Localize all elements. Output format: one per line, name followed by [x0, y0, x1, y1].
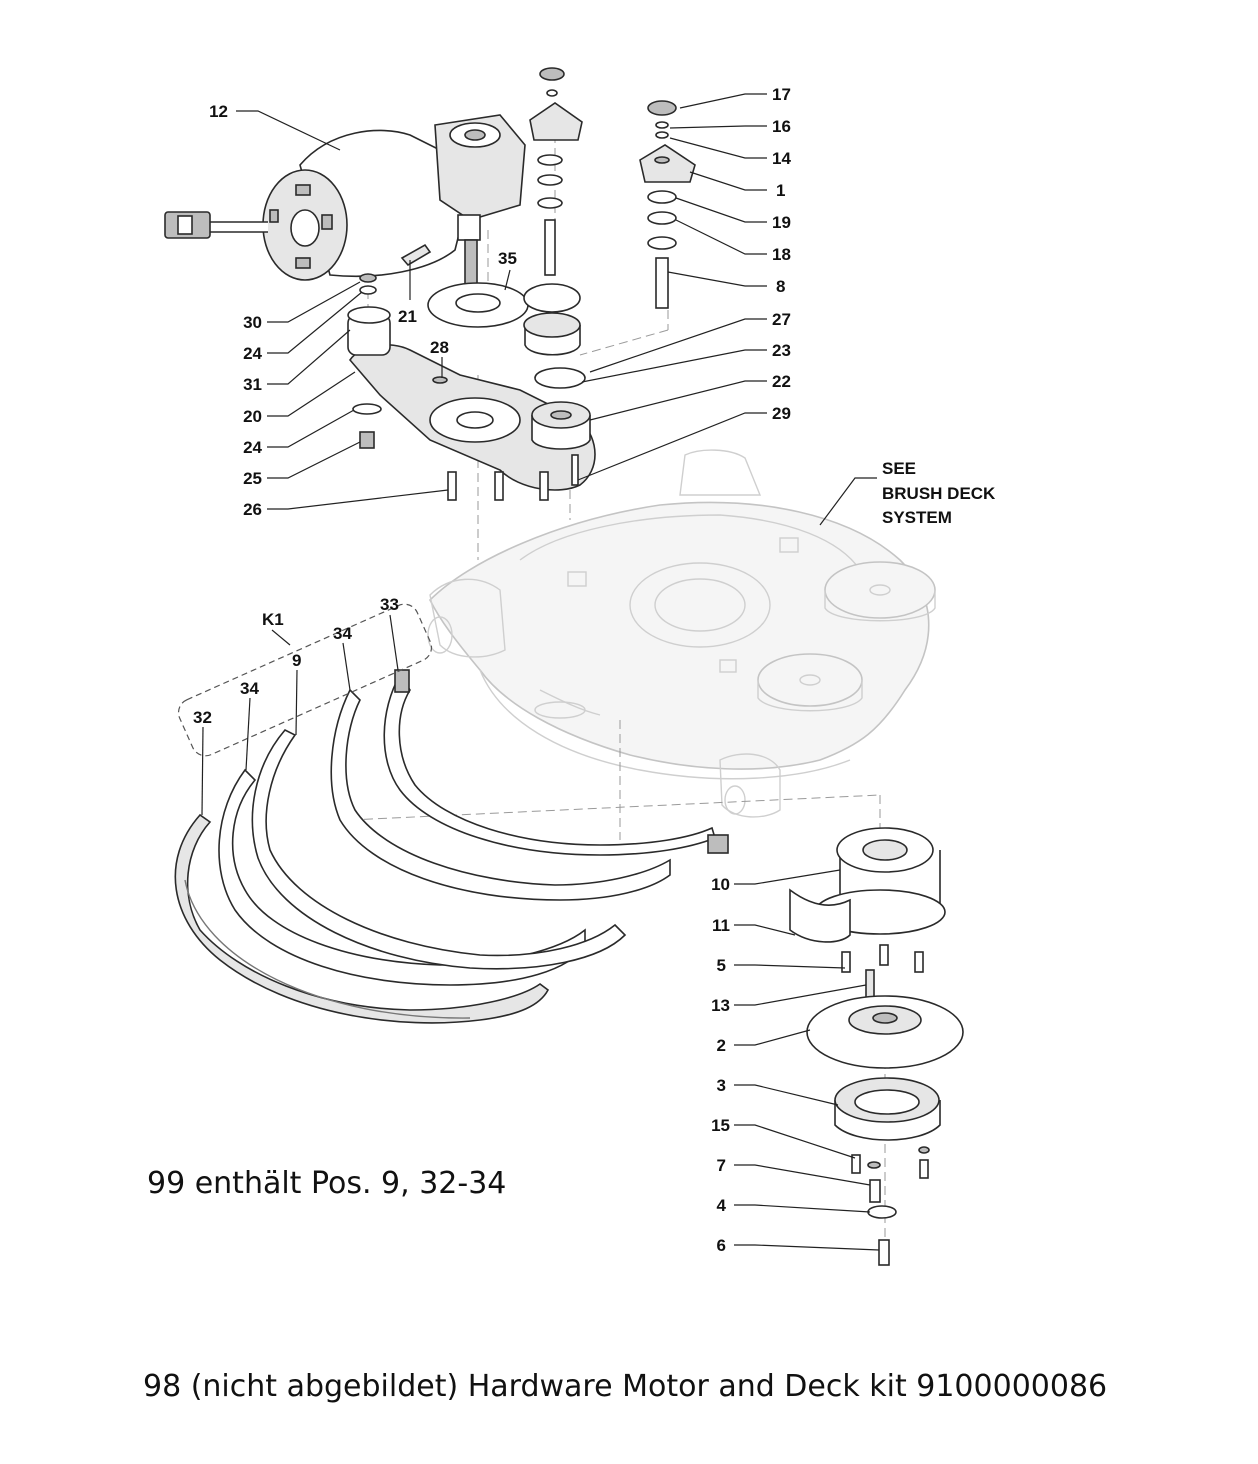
callout-22: 22	[772, 372, 791, 391]
callout-24b: 24	[243, 438, 262, 457]
callout-2: 2	[717, 1036, 726, 1055]
screws-5	[841, 944, 924, 973]
callout-8: 8	[776, 277, 785, 296]
callout-12: 12	[209, 102, 228, 121]
callout-34b: 34	[240, 679, 259, 698]
callout-35: 35	[498, 249, 517, 268]
clutch-ring-3	[834, 1077, 941, 1141]
hub-hardware-15-7-4-6	[851, 1146, 930, 1266]
see-note-line1: SEE	[882, 459, 916, 478]
callout-21: 21	[398, 307, 417, 326]
callout-25: 25	[243, 469, 262, 488]
callout-6: 6	[717, 1236, 726, 1255]
drive-disc-2	[806, 995, 964, 1069]
callout-32: 32	[193, 708, 212, 727]
kit-99-note: 99 enthält Pos. 9, 32-34	[147, 1166, 506, 1201]
callout-13: 13	[711, 996, 730, 1015]
callout-17: 17	[772, 85, 791, 104]
brush-strip-34-inner	[330, 688, 671, 901]
callout-15: 15	[711, 1116, 730, 1135]
callout-29: 29	[772, 404, 791, 423]
callout-16: 16	[772, 117, 791, 136]
stack-right-parts	[639, 100, 696, 309]
callout-4: 4	[717, 1196, 727, 1215]
callout-9: 9	[292, 651, 301, 670]
callout-7: 7	[717, 1156, 726, 1175]
callout-k1: K1	[262, 610, 284, 629]
skirt-32	[174, 813, 550, 1024]
callout-5: 5	[717, 956, 726, 975]
flange-plate-35	[427, 282, 529, 328]
fitting-21	[400, 243, 432, 267]
callout-28: 28	[430, 338, 449, 357]
callout-11: 11	[712, 916, 730, 935]
callout-3: 3	[717, 1076, 726, 1095]
motor-mount-arm-20	[347, 273, 596, 501]
stack-center-parts	[523, 67, 583, 356]
see-note-line3: SYSTEM	[882, 508, 952, 527]
callout-19: 19	[772, 213, 791, 232]
callout-23: 23	[772, 341, 791, 360]
callout-31: 31	[243, 375, 262, 394]
kit-98-note: 98 (nicht abgebildet) Hardware Motor and…	[143, 1369, 1107, 1404]
motor-12	[164, 114, 526, 311]
brush-deck-ghost	[427, 449, 936, 818]
callout-20: 20	[243, 407, 262, 426]
band-9	[251, 729, 627, 970]
kit-k1-bracket	[177, 603, 433, 757]
callout-34a: 34	[333, 624, 352, 643]
see-note-line2: BRUSH DECK	[882, 484, 996, 503]
callout-10: 10	[711, 875, 730, 894]
key-13	[865, 969, 875, 999]
leader-lines	[201, 93, 880, 1251]
callout-1: 1	[776, 181, 785, 200]
callout-18: 18	[772, 245, 791, 264]
callout-27: 27	[772, 310, 791, 329]
idler-parts-22-23-29	[531, 367, 591, 486]
callout-33: 33	[380, 595, 399, 614]
shield-11	[789, 888, 851, 943]
callout-30: 30	[243, 313, 262, 332]
callout-labels: 12 17 16 14 1 19 18 8 35 21 30 24 31 28 …	[193, 85, 996, 1255]
callout-14: 14	[772, 149, 791, 168]
callout-26: 26	[243, 500, 262, 519]
callout-24a: 24	[243, 344, 262, 363]
